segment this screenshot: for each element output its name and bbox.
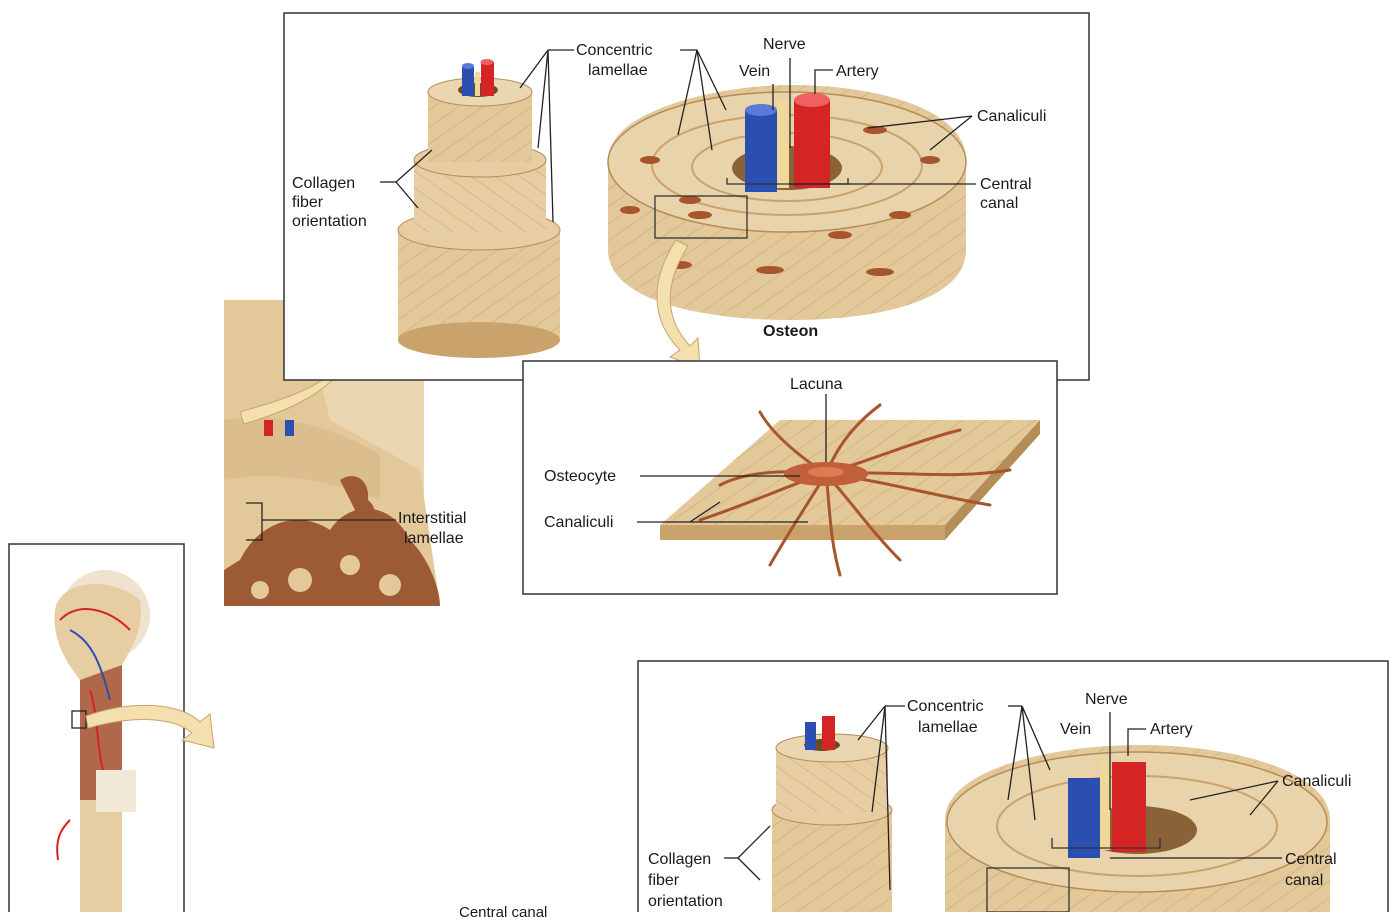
long-bone-panel [9,544,214,912]
label-bottom-artery: Artery [1150,720,1193,739]
label-artery: Artery [836,62,879,81]
cylinder-vein [462,66,474,96]
label-bottom-concentric-line2: lamellae [918,718,978,737]
label-bottom-central-line2: canal [1285,871,1323,890]
osteon-vein [745,110,777,192]
label-nerve: Nerve [763,35,806,54]
label-bottom-canaliculi: Canaliculi [1282,772,1351,791]
label-bottom-concentric-line1: Concentric [907,697,983,716]
label-bottom-vein: Vein [1060,720,1091,739]
osteon-artery [794,100,830,188]
label-cropped-central-canal: Central canal [459,903,547,922]
label-bottom-nerve: Nerve [1085,690,1128,709]
label-interstitial-line2: lamellae [404,529,464,548]
osteon-nerve [777,100,789,188]
label-concentric-lamellae-line2: lamellae [588,61,648,80]
vessel-blue-small [285,420,294,436]
bottom-osteon-disc [945,745,1330,912]
label-central-canal-line1: Central [980,175,1032,194]
label-lacuna: Lacuna [790,375,843,394]
bottom-osteon-panel [638,661,1388,912]
label-bottom-collagen-line1: Collagen [648,850,711,869]
label-collagen-line3: orientation [292,212,367,231]
label-inset-canaliculi: Canaliculi [544,513,613,532]
label-vein: Vein [739,62,770,81]
label-bottom-collagen-line3: orientation [648,892,723,911]
label-osteon: Osteon [763,322,818,341]
label-bottom-central-line1: Central [1285,850,1337,869]
label-collagen-line2: fiber [292,193,323,212]
label-interstitial-line1: Interstitial [398,509,466,528]
cylinder-artery [481,62,494,96]
top-osteon-panel [284,13,1089,380]
label-osteocyte: Osteocyte [544,467,616,486]
vessel-red-small [264,420,273,436]
label-bottom-collagen-line2: fiber [648,871,679,890]
label-concentric-lamellae-line1: Concentric [576,41,652,60]
label-canaliculi: Canaliculi [977,107,1046,126]
label-collagen-line1: Collagen [292,174,355,193]
bottom-lamellae-cylinder [772,716,892,912]
label-central-canal-line2: canal [980,194,1018,213]
